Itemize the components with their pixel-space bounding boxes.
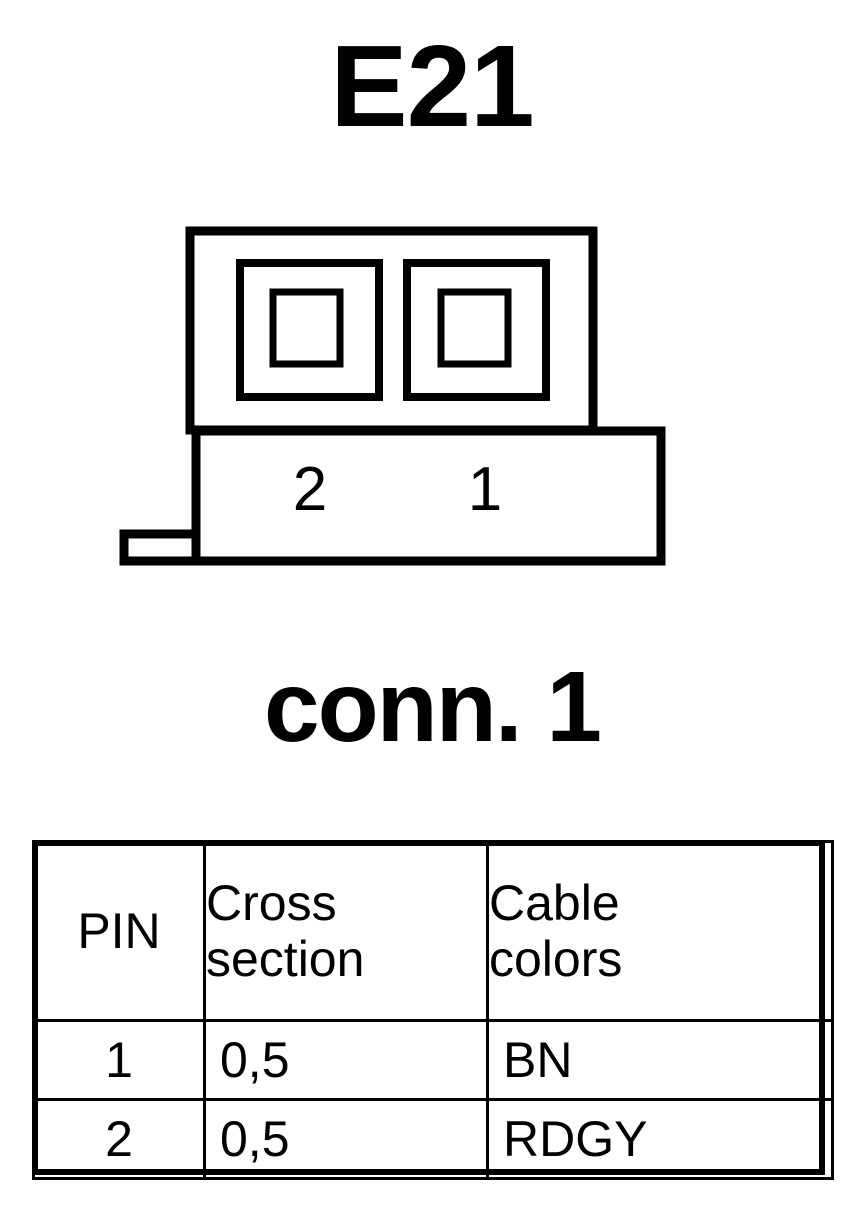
pin-label-1: 1	[467, 455, 503, 524]
cell-pin: 1	[32, 1019, 206, 1101]
header-cross-line1: Cross	[206, 875, 337, 931]
header-cross-line2: section	[206, 931, 365, 987]
cell-cable-colors: RDGY	[486, 1098, 834, 1180]
cavity-inner-pin2	[269, 288, 344, 368]
cell-cross-section: 0,5	[203, 1098, 489, 1180]
header-pin: PIN	[32, 840, 206, 1022]
table-row: 1 0,5 BN	[32, 1019, 834, 1101]
header-cable-colors: Cable colors	[486, 840, 834, 1022]
header-pin-text: PIN	[77, 903, 161, 959]
header-cable-line2: colors	[489, 931, 623, 987]
connector-caption: conn. 1	[263, 651, 602, 763]
pin-label-2: 2	[292, 455, 328, 524]
cell-cross-section: 0,5	[203, 1019, 489, 1101]
pin-assignment-table: PIN Cross section Cable colors 1 0,5 BN …	[32, 840, 834, 1180]
header-cable-line1: Cable	[489, 875, 620, 931]
connector-latch-tab	[119, 529, 201, 566]
cell-cable-colors: BN	[486, 1019, 834, 1101]
connector-upper-body	[185, 226, 598, 435]
cavity-outer-pin2	[236, 259, 383, 401]
header-cross-section: Cross section	[203, 840, 489, 1022]
table-header-row: PIN Cross section Cable colors	[32, 840, 834, 1022]
table-row: 2 0,5 RDGY	[32, 1098, 834, 1180]
page-title: E21	[330, 21, 534, 151]
cavity-outer-pin1	[403, 259, 550, 401]
cell-pin: 2	[32, 1098, 206, 1180]
connector-lower-body	[191, 426, 666, 566]
cavity-inner-pin1	[437, 288, 512, 368]
